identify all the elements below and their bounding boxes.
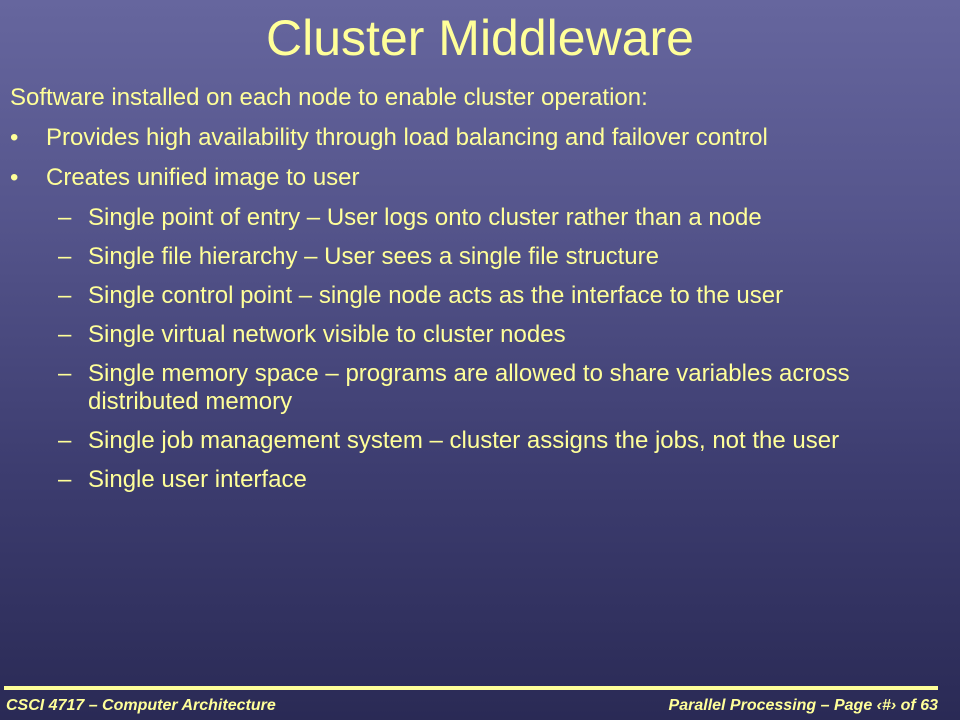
bullet-item: • Provides high availability through loa… (10, 124, 950, 152)
sub-bullet-item: – Single virtual network visible to clus… (10, 321, 950, 349)
sub-bullet-text: Single file hierarchy – User sees a sing… (88, 243, 659, 270)
intro-text: Software installed on each node to enabl… (10, 84, 648, 111)
bullet-marker: • (10, 124, 19, 151)
sub-bullet-marker: – (58, 243, 72, 270)
sub-bullet-marker: – (58, 282, 72, 309)
sub-bullet-text: Single job management system – cluster a… (88, 427, 840, 454)
sub-bullet-item: – Single file hierarchy – User sees a si… (10, 243, 950, 271)
sub-bullet-marker: – (58, 427, 72, 454)
sub-bullet-item: – Single point of entry – User logs onto… (10, 204, 950, 232)
sub-bullet-text: Single control point – single node acts … (88, 282, 784, 309)
footer-page-label: Parallel Processing – Page ‹#› of 63 (668, 697, 938, 714)
sub-bullet-marker: – (58, 321, 72, 348)
slide-body: Software installed on each node to enabl… (10, 84, 950, 505)
sub-bullet-item: – Single memory space – programs are all… (10, 360, 950, 416)
slide-title: Cluster Middleware (266, 10, 694, 66)
bullet-marker: • (10, 164, 19, 191)
footer-divider (4, 686, 938, 690)
sub-bullet-item: – Single user interface (10, 466, 950, 494)
sub-bullet-item: – Single control point – single node act… (10, 282, 950, 310)
sub-bullet-marker: – (58, 204, 72, 231)
sub-bullet-text: Single point of entry – User logs onto c… (88, 204, 762, 231)
sub-bullet-text: Single memory space – programs are allow… (88, 360, 850, 415)
bullet-item: • Creates unified image to user (10, 164, 950, 192)
sub-bullet-item: – Single job management system – cluster… (10, 427, 950, 455)
sub-bullet-text: Single user interface (88, 466, 307, 493)
bullet-text: Provides high availability through load … (46, 124, 768, 151)
sub-bullet-text: Single virtual network visible to cluste… (88, 321, 566, 348)
sub-bullet-marker: – (58, 466, 72, 493)
bullet-text: Creates unified image to user (46, 164, 360, 191)
sub-bullet-marker: – (58, 360, 72, 387)
footer-course-label: CSCI 4717 – Computer Architecture (6, 697, 276, 714)
